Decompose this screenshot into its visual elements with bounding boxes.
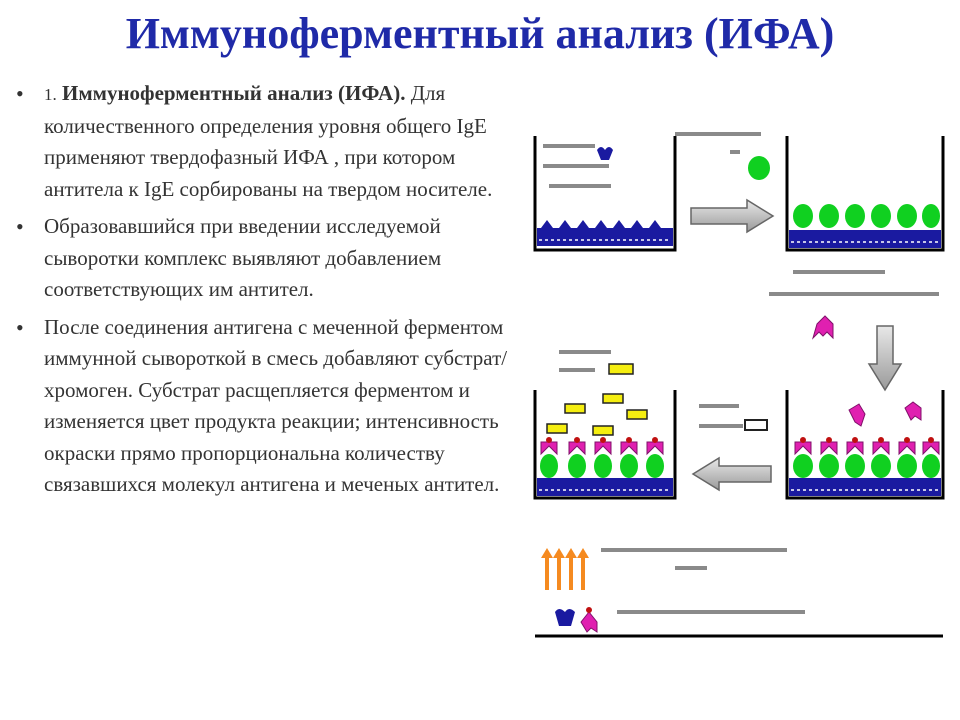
bullet-bold-term: Иммуноферментный анализ (ИФА).: [62, 81, 406, 105]
bullet-dot-icon: •: [16, 81, 24, 106]
legend-labeled-antibody: [769, 270, 939, 340]
legend-measurement: [541, 548, 787, 590]
well-colored-product: [533, 390, 677, 500]
legend-antibody-epitopes: [555, 607, 805, 633]
elisa-diagram-svg: [533, 132, 945, 638]
legend-colored-product: [559, 350, 634, 375]
optical-density-arrows-icon: [541, 548, 589, 590]
labeled-antibody-icon: [580, 611, 598, 633]
arrow-left-step3: [691, 456, 772, 492]
enzyme-antibody-icon: [811, 315, 834, 340]
bullet-item-2: • Образовавшийся при введении исследуемо…: [16, 211, 511, 306]
arrow-down-step2: [867, 325, 903, 392]
bullet-item-1: • 1. Иммуноферментный анализ (ИФА). Для …: [16, 78, 511, 205]
product-icon: [608, 363, 634, 375]
well-sandwich-complex: [785, 390, 945, 500]
bullet-number: 1.: [44, 85, 57, 104]
substrate-icon: [744, 419, 768, 431]
antibody-icon: [597, 147, 613, 160]
legend-substrate: [699, 404, 768, 431]
legend-text-placeholder: [617, 610, 805, 614]
bullet-list: • 1. Иммуноферментный анализ (ИФА). Для …: [16, 78, 511, 507]
legend-text-placeholder: [543, 144, 611, 188]
bullet-dot-icon: •: [16, 214, 24, 239]
arrow-right-step1: [690, 198, 775, 234]
capture-antibody-icon: [555, 609, 575, 626]
bullet-text: Для количественного определения уровня о…: [44, 81, 493, 201]
legend-antigen: [675, 132, 770, 180]
page-title: Иммуноферментный анализ (ИФА): [125, 9, 835, 58]
bullet-text: Образовавшийся при введении исследуемой …: [44, 214, 442, 301]
bullet-item-3: • После соединения антигена с меченной ф…: [16, 312, 511, 501]
antigen-icon: [748, 156, 770, 180]
well-antigen-bound: [785, 136, 945, 252]
bullet-dot-icon: •: [16, 314, 24, 340]
bullet-text: После соединения антигена с меченной фер…: [44, 314, 508, 497]
well-capture-antibody: [533, 136, 677, 252]
elisa-diagram: [525, 118, 950, 648]
